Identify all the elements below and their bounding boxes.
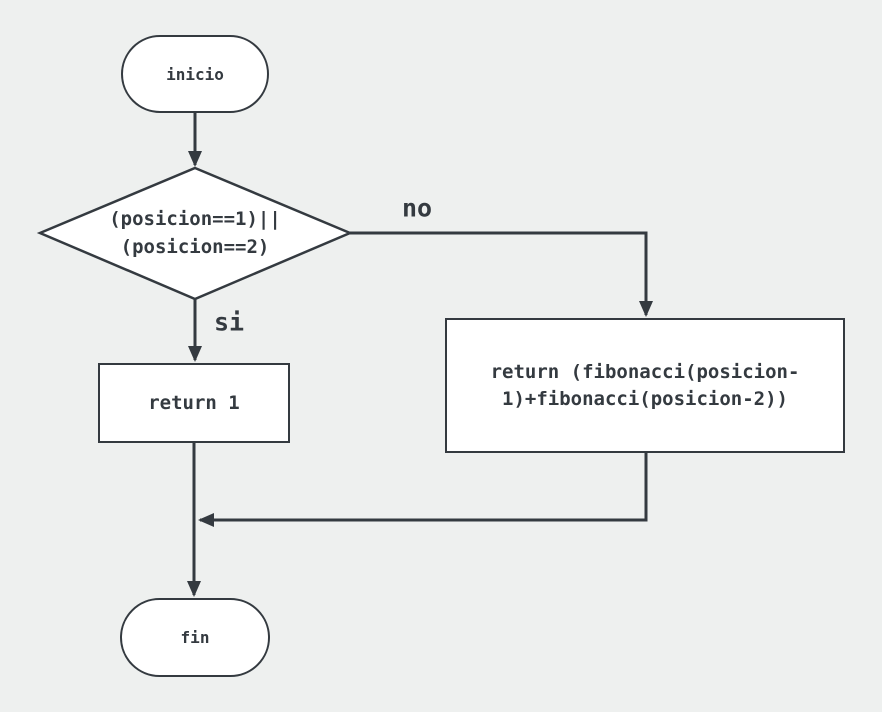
decision-diamond-shape bbox=[36, 166, 354, 301]
node-end: fin bbox=[120, 598, 270, 677]
decision-label-line2: (posicion==2) bbox=[120, 236, 270, 258]
edge-recursive-merge bbox=[198, 453, 648, 527]
edge-label-si: si bbox=[213, 307, 245, 337]
node-return-one: return 1 bbox=[98, 363, 290, 443]
return-recursive-line2: 1)+fibonacci(posicion-2)) bbox=[502, 387, 788, 410]
edge-label-no: no bbox=[401, 193, 433, 223]
node-start: inicio bbox=[121, 35, 269, 113]
edge-no-branch bbox=[350, 231, 653, 317]
node-decision-label: (posicion==1)|| (posicion==2) bbox=[60, 178, 330, 288]
return-one-label: return 1 bbox=[148, 391, 240, 414]
node-return-recursive: return (fibonacci(posicion- 1)+fibonacci… bbox=[445, 318, 845, 453]
decision-label-line1: (posicion==1)|| bbox=[109, 207, 281, 230]
node-start-label: inicio bbox=[166, 64, 224, 84]
node-end-label: fin bbox=[180, 628, 210, 647]
return-recursive-line1: return (fibonacci(posicion- bbox=[490, 360, 800, 383]
